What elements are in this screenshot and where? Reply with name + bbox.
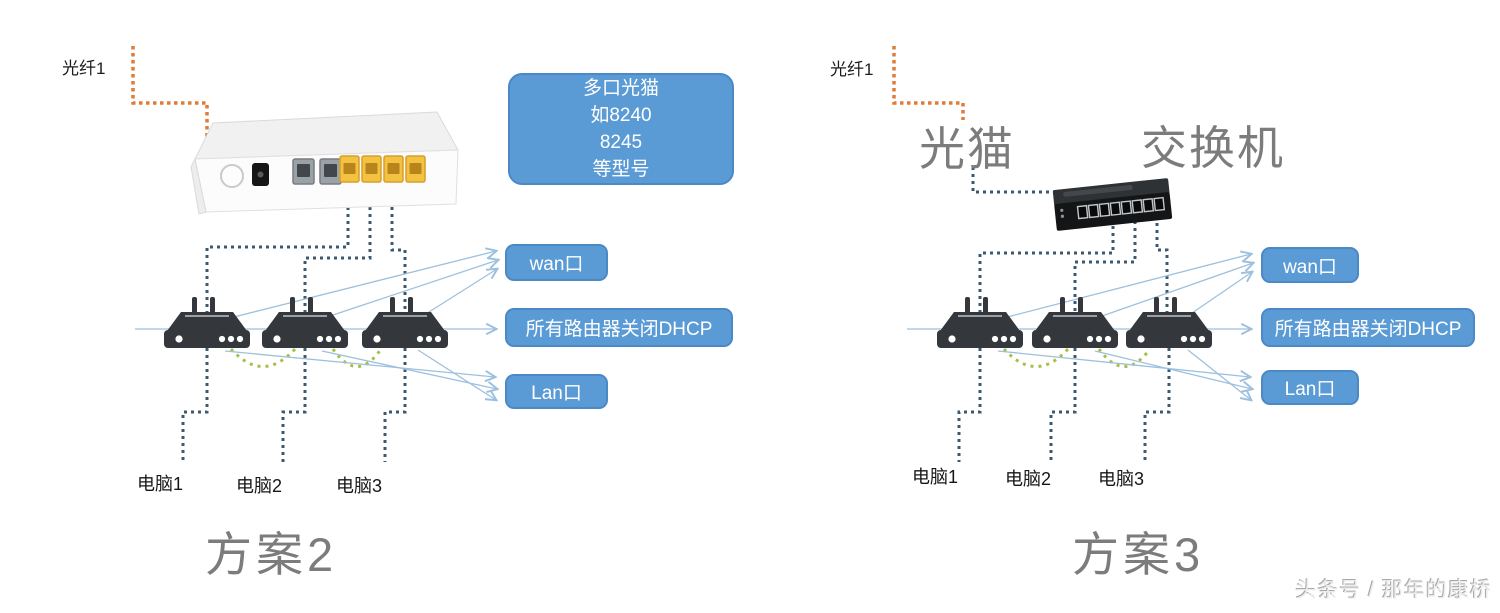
modem-phone-ports: [292, 158, 342, 185]
modem-note-box: 多口光猫 如8240 8245 等型号: [508, 73, 734, 185]
modem-note-line: 多口光猫: [582, 78, 659, 99]
bridge-arcs-right: [1002, 347, 1152, 368]
switch-heading: 交换机: [1141, 122, 1285, 174]
modem-to-router2-line: [303, 186, 372, 312]
wan-pointer-line: [213, 251, 496, 323]
switch-to-router3-line: [1155, 216, 1169, 312]
switch-to-router2-line: [1073, 214, 1137, 312]
fiber-line-left: [131, 46, 209, 160]
fiber-label-right: 光纤1: [830, 60, 874, 79]
scheme2-title: 方案2: [205, 528, 338, 581]
modem-note-line: 等型号: [592, 159, 650, 180]
scheme3-title: 方案3: [1072, 528, 1205, 581]
switch-ports: [1076, 196, 1166, 220]
router-icon: [361, 296, 449, 349]
fiber-line-right: [892, 46, 965, 120]
wan-port-box-left: wan口: [505, 244, 608, 281]
computer-label: 电脑2: [1005, 469, 1052, 489]
modem-to-router1-line: [205, 186, 350, 312]
fiber-label-left: 光纤1: [62, 59, 106, 78]
switch-to-router1-line: [978, 212, 1115, 312]
bridge-arc: [229, 347, 297, 368]
lan-pointer-line: [997, 350, 1250, 377]
ethernet-lines-left: [181, 186, 407, 462]
router-icon: [1125, 296, 1213, 349]
router2-to-pc2-line: [1049, 348, 1077, 462]
lan-port-box-right: Lan口: [1261, 370, 1359, 405]
router-icon: [1031, 296, 1119, 349]
modem-to-switch-line: [971, 167, 1056, 194]
router3-to-pc3-line: [1143, 348, 1171, 462]
computer-label: 电脑2: [236, 476, 283, 496]
switch-illustration: [1052, 178, 1173, 231]
bridge-arcs-left: [229, 347, 383, 368]
bridge-arc: [1002, 347, 1070, 368]
wan-pointer-line: [987, 254, 1251, 323]
lan-pointer-line: [224, 350, 495, 377]
lan-pointer-line: [417, 349, 496, 400]
modem-note-line: 8245: [599, 132, 643, 153]
wan-pointer-line: [311, 260, 498, 323]
computer-label: 电脑1: [137, 474, 184, 494]
optical-modem-illustration: [190, 111, 459, 215]
lan-pointer-line: [1094, 350, 1252, 389]
bridge-arc: [1097, 348, 1152, 368]
dhcp-note-box-left: 所有路由器关闭DHCP: [505, 308, 733, 347]
modem-note-line: 如8240: [590, 105, 652, 126]
wan-pointer-line: [1084, 263, 1253, 323]
computer-label: 电脑3: [1098, 469, 1145, 489]
lan-port-box-left: Lan口: [505, 374, 608, 409]
modem-button: [220, 164, 244, 188]
lan-pointer-line: [1187, 349, 1251, 400]
ethernet-lines-right: [957, 167, 1171, 462]
computer-label: 电脑3: [336, 476, 383, 496]
modem-heading: 光猫: [919, 123, 1015, 175]
router1-to-pc1-line: [957, 348, 982, 462]
wan-port-box-right: wan口: [1261, 247, 1359, 283]
dhcp-note-box-right: 所有路由器关闭DHCP: [1261, 308, 1475, 347]
modem-to-router3-line: [390, 186, 407, 312]
modem-lan-ports: [339, 155, 426, 183]
computer-label: 电脑1: [912, 467, 959, 487]
watermark: 头条号 / 那年的康桥: [1295, 579, 1492, 602]
router2-to-pc2-line: [281, 348, 307, 462]
router1-to-pc1-line: [181, 348, 209, 462]
